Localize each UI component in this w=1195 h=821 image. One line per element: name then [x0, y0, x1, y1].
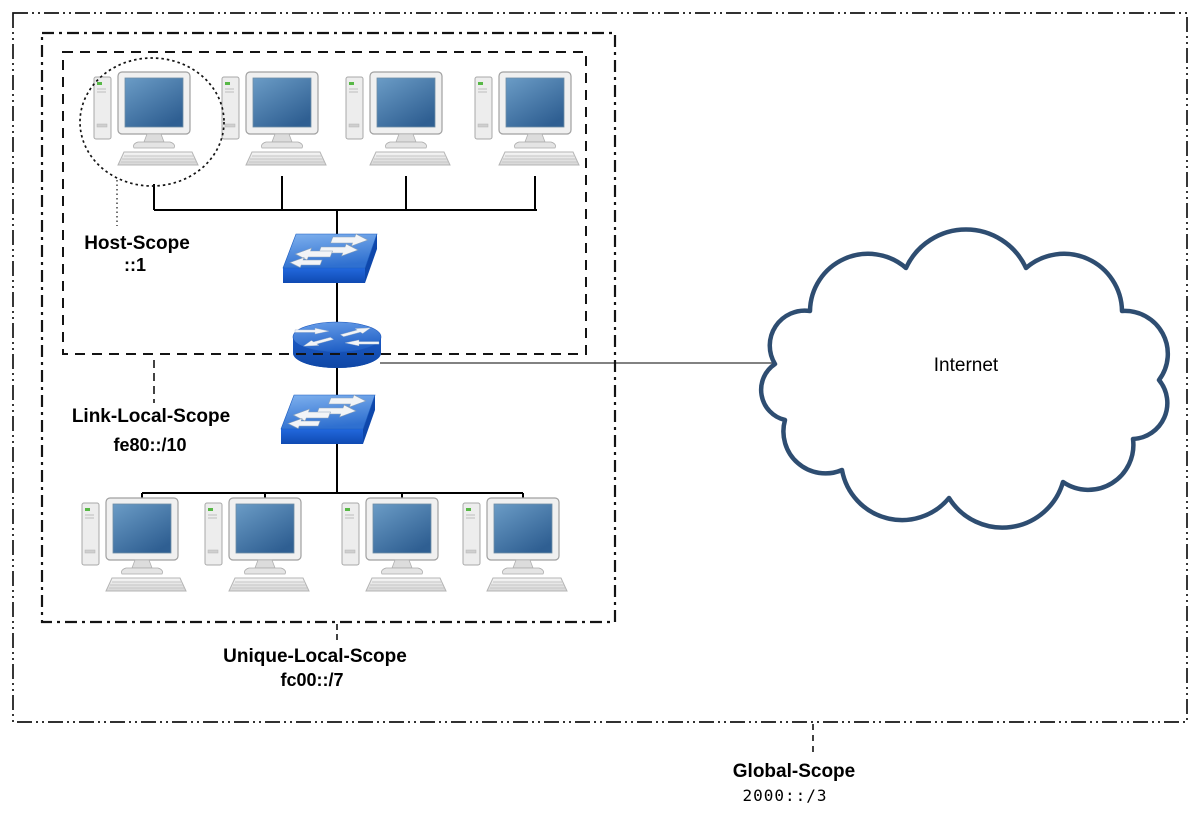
bottom-host-pc-3: [341, 497, 447, 592]
link-local-scope-prefix: fe80::/10: [113, 435, 186, 455]
pc-icon: [204, 497, 310, 592]
pc-icon: [341, 497, 447, 592]
host-scope-ellipse: [79, 57, 225, 187]
router: [292, 321, 382, 369]
global-scope-border: [12, 12, 1188, 723]
global-scope-label: Global-Scope: [733, 761, 855, 782]
link-local-scope-label: Link-Local-Scope: [72, 406, 230, 427]
router-icon: [292, 321, 382, 369]
host-scope-prefix: ::1: [124, 255, 146, 275]
pc-icon: [221, 71, 327, 166]
switch-2: [280, 394, 376, 445]
top-host-pc-2: [221, 71, 327, 166]
bottom-host-pc-4: [462, 497, 568, 592]
bottom-host-pc-1: [81, 497, 187, 592]
pc-icon: [462, 497, 568, 592]
pc-icon: [93, 71, 199, 166]
internet-cloud-icon: [758, 227, 1171, 530]
switch-icon: [280, 394, 376, 445]
top-host-pc-4: [474, 71, 580, 166]
bottom-host-pc-2: [204, 497, 310, 592]
pc-icon: [81, 497, 187, 592]
host-scope-label: Host-Scope: [84, 233, 190, 254]
unique-local-scope-border: [40, 31, 617, 624]
internet-label: Internet: [934, 355, 999, 376]
unique-local-scope-prefix: fc00::/7: [280, 670, 343, 690]
top-host-pc-3: [345, 71, 451, 166]
pc-icon: [345, 71, 451, 166]
switch-icon: [282, 233, 378, 284]
link-local-scope-border: [62, 51, 587, 355]
top-host-pc-1: [93, 71, 199, 166]
switch-1: [282, 233, 378, 284]
pc-icon: [474, 71, 580, 166]
unique-local-scope-label: Unique-Local-Scope: [223, 646, 407, 667]
global-scope-prefix: 2000::/3: [742, 786, 827, 805]
